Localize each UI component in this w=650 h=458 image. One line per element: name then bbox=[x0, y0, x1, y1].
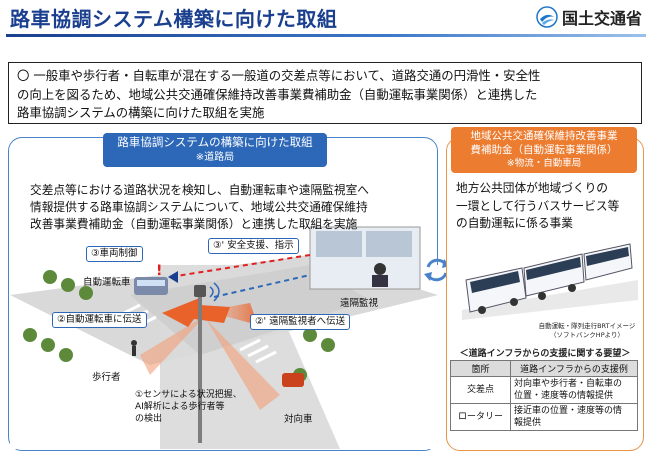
bus-image-caption: 自動運転・隊列走行BRTイメージ （ソフトバンクHPより） bbox=[532, 322, 642, 340]
road-bureau-description: 交差点等における道路状況を検知し、自動運転車や遠隔監視室へ 情報提供する路車協調… bbox=[30, 182, 430, 233]
label-transmit-av: ②自動運転車に伝送 bbox=[52, 312, 147, 328]
support-line: 接近車の位置・速度等の情 bbox=[514, 406, 623, 416]
sensor-line: の検出 bbox=[135, 414, 163, 424]
label-sensor-detection: ①センサによる状況把握、 AI解析による歩行者等 の検出 bbox=[135, 389, 253, 425]
sensor-pole bbox=[198, 293, 202, 443]
caption-line: 自動運転・隊列走行BRTイメージ bbox=[538, 322, 636, 330]
label-pedestrian: 歩行者 bbox=[92, 372, 121, 383]
label-autonomous-vehicle: 自動運転車 bbox=[83, 277, 131, 288]
table-cell-place: 交差点 bbox=[450, 376, 511, 404]
page-title: 路車協調システム構築に向けた取組 bbox=[10, 7, 338, 31]
warning-arrow bbox=[162, 297, 230, 327]
desc-line: 地方公共団体が地域づくりの bbox=[456, 181, 608, 195]
title-bar: 路車協調システム構築に向けた取組 国土交通省 bbox=[0, 0, 650, 44]
summary-line: 〇 一般車や歩行者・自転車が混在する一般道の交差点等において、道路交通の円滑性・… bbox=[17, 68, 541, 83]
summary-line: 路車協調システムの構築に向けた取組を実施 bbox=[17, 105, 265, 120]
sensor-beam bbox=[140, 315, 206, 375]
caption-line: （ソフトバンクHPより） bbox=[549, 331, 624, 339]
summary-box: 〇 一般車や歩行者・自転車が混在する一般道の交差点等において、道路交通の円滑性・… bbox=[8, 62, 642, 124]
heading-sub: ※物流・自動車局 bbox=[506, 158, 582, 169]
desc-line: の自動運転に係る事業 bbox=[456, 216, 573, 230]
desc-line: 情報提供する路車協調システムについて、地域公共交通確保維持 bbox=[30, 200, 368, 214]
oncoming-car bbox=[282, 373, 304, 387]
label-transmit-remote: ②' 遠隔監視者へ伝送 bbox=[250, 314, 351, 330]
title-underline bbox=[6, 34, 646, 37]
sensor-unit bbox=[194, 285, 206, 297]
transport-bureau-heading: 地域公共交通確保維持改善事業 費補助金（自動運転事業関係） ※物流・自動車局 bbox=[451, 127, 637, 173]
heading-sub: ※道路局 bbox=[195, 152, 235, 163]
mlit-logo-icon bbox=[536, 6, 558, 28]
support-line: 報提供 bbox=[514, 418, 542, 428]
label-remote-monitoring: 遠隔監視 bbox=[340, 298, 379, 309]
org-name: 国土交通省 bbox=[562, 9, 643, 28]
remote-transmit-arrow bbox=[213, 274, 311, 298]
heading-text: 地域公共交通確保維持改善事業 bbox=[470, 130, 618, 142]
brt-bus-image bbox=[462, 243, 638, 320]
sensor-beam bbox=[206, 319, 280, 410]
heading-text: 費補助金（自動運転事業関係） bbox=[470, 144, 618, 156]
requests-table: 箇所 道路インフラからの支援例 交差点 対向車や歩行者・自転車の 位置・速度等の… bbox=[450, 360, 638, 431]
table-header-row: 箇所 道路インフラからの支援例 bbox=[450, 360, 638, 377]
heading-text: 路車協調システムの構築に向けた取組 bbox=[117, 135, 313, 149]
column-header: 箇所 bbox=[450, 360, 511, 377]
desc-line: 改善事業費補助金（自動運転事業関係）と連携した取組を実施 bbox=[30, 217, 358, 231]
label-vehicle-control: ③車両制御 bbox=[86, 246, 143, 262]
bus-icon bbox=[465, 243, 633, 314]
table-cell-support: 接近車の位置・速度等の情 報提供 bbox=[510, 403, 638, 431]
requests-title: ＜道路インフラからの支援に関する要望＞ bbox=[459, 349, 631, 359]
mlit-logo: 国土交通省 bbox=[536, 5, 642, 29]
sensor-beam bbox=[206, 303, 258, 325]
alert-icon: ! bbox=[156, 263, 162, 279]
desc-line: 交差点等における道路状況を検知し、自動運転車や遠隔監視室へ bbox=[30, 183, 369, 197]
support-line: 位置・速度等の情報提供 bbox=[514, 391, 614, 401]
remote-instruction-arrow bbox=[169, 254, 311, 278]
table-cell-place: ロータリー bbox=[450, 403, 511, 431]
desc-line: 一環として行うバスサービス等 bbox=[456, 198, 620, 213]
transport-bureau-description: 地方公共団体が地域づくりの 一環として行うバスサービス等 の自動運転に係る事業 bbox=[456, 180, 642, 233]
sensor-line: ①センサによる状況把握、 bbox=[135, 390, 242, 400]
pedestrian-icon bbox=[131, 340, 137, 356]
table-cell-support: 対向車や歩行者・自転車の 位置・速度等の情報提供 bbox=[510, 376, 638, 404]
summary-line: の向上を図るため、地域公共交通確保維持改善事業費補助金（自動運転事業関係）と連携… bbox=[17, 86, 538, 102]
label-oncoming-car: 対向車 bbox=[284, 414, 313, 425]
support-line: 対向車や歩行者・自転車の bbox=[514, 379, 623, 389]
table-row: ロータリー 接近車の位置・速度等の情 報提供 bbox=[450, 403, 638, 431]
label-safety-support: ③' 安全支援、指示 bbox=[208, 238, 299, 254]
road-bureau-heading: 路車協調システムの構築に向けた取組 ※道路局 bbox=[103, 133, 327, 167]
table-row: 交差点 対向車や歩行者・自転車の 位置・速度等の情報提供 bbox=[450, 376, 638, 404]
sensor-line: AI解析による歩行者等 bbox=[135, 402, 225, 412]
column-header: 道路インフラからの支援例 bbox=[510, 360, 638, 377]
intersection-illustration: ! bbox=[10, 226, 438, 449]
